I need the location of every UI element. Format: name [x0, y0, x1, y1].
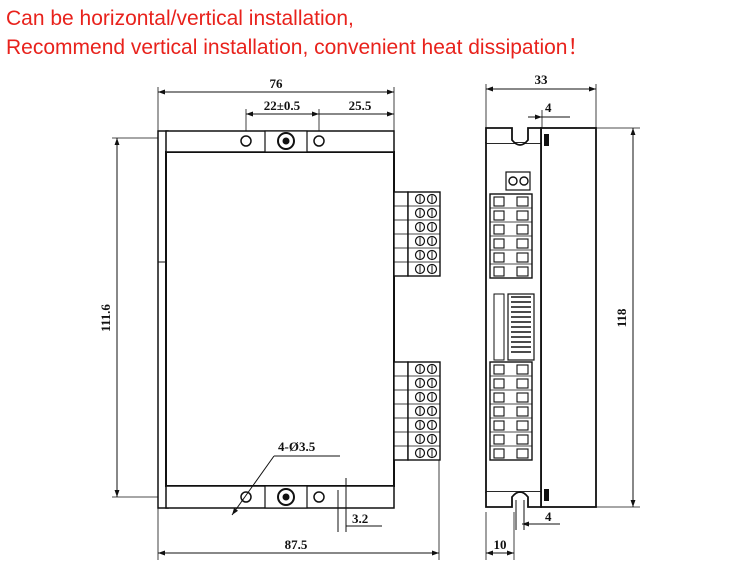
terminal-slot — [516, 434, 529, 445]
top-slot-flange — [485, 127, 542, 146]
mounting-hole — [240, 135, 252, 147]
hole-offset-label: 3.2 — [352, 511, 368, 526]
terminal-slot — [493, 224, 505, 235]
terminal-slot — [493, 448, 505, 459]
side-view: 33 4 118 4 10 — [485, 72, 640, 560]
terminal-slot — [493, 210, 505, 221]
side-terminal-blocks — [489, 171, 535, 461]
front-view: 76 22±0.5 25.5 111.6 4-Ø3.5 3.2 87.5 — [98, 76, 441, 560]
terminal-slot — [516, 224, 529, 235]
total-width-label: 87.5 — [285, 537, 308, 552]
hole-spec-label: 4-Ø3.5 — [278, 439, 316, 454]
hole-spacing-label: 22±0.5 — [264, 98, 301, 113]
depth-label: 33 — [535, 72, 549, 87]
terminal-slot — [516, 420, 529, 431]
terminal-slot — [516, 406, 529, 417]
terminal-slot — [493, 420, 505, 431]
terminal-slot — [493, 406, 505, 417]
terminal-slot — [493, 238, 505, 249]
slot-bottom-label: 4 — [545, 509, 552, 524]
side-height-label: 118 — [614, 308, 629, 327]
mounting-hole — [313, 491, 325, 503]
terminal-slot — [493, 392, 505, 403]
front-terminal-blocks — [393, 191, 441, 461]
terminal-housing — [393, 361, 409, 461]
terminal-slot — [516, 364, 529, 375]
installation-note: Can be horizontal/vertical installation,… — [6, 4, 588, 62]
installation-note-line-2: Recommend vertical installation, conveni… — [6, 36, 589, 59]
mounting-hole — [313, 135, 325, 147]
terminal-slot — [516, 448, 529, 459]
width-top-label: 76 — [270, 76, 284, 91]
hole-edge-label: 25.5 — [349, 98, 372, 113]
terminal-slot — [493, 434, 505, 445]
slot-top-label: 4 — [545, 100, 552, 115]
bottom-slot-mark — [544, 489, 549, 501]
terminal-slot — [493, 266, 505, 277]
terminal-slot — [493, 196, 505, 207]
terminal-slot — [516, 196, 529, 207]
terminal-slot — [516, 392, 529, 403]
terminal-slot — [493, 378, 505, 389]
terminal-slot — [516, 378, 529, 389]
terminal-slot — [493, 364, 505, 375]
terminal-slot — [493, 252, 505, 263]
height-label: 111.6 — [98, 304, 113, 332]
heatsink-profile — [540, 127, 597, 508]
terminal-slot — [516, 238, 529, 249]
top-slot-mark — [544, 134, 549, 146]
terminal-slot — [516, 266, 529, 277]
bottom-slot-flange — [485, 491, 542, 508]
terminal-slot — [516, 210, 529, 221]
driver-body — [165, 151, 395, 487]
flange-label: 10 — [494, 537, 507, 552]
installation-note-line-1: Can be horizontal/vertical installation, — [6, 7, 354, 30]
terminal-slot — [516, 252, 529, 263]
